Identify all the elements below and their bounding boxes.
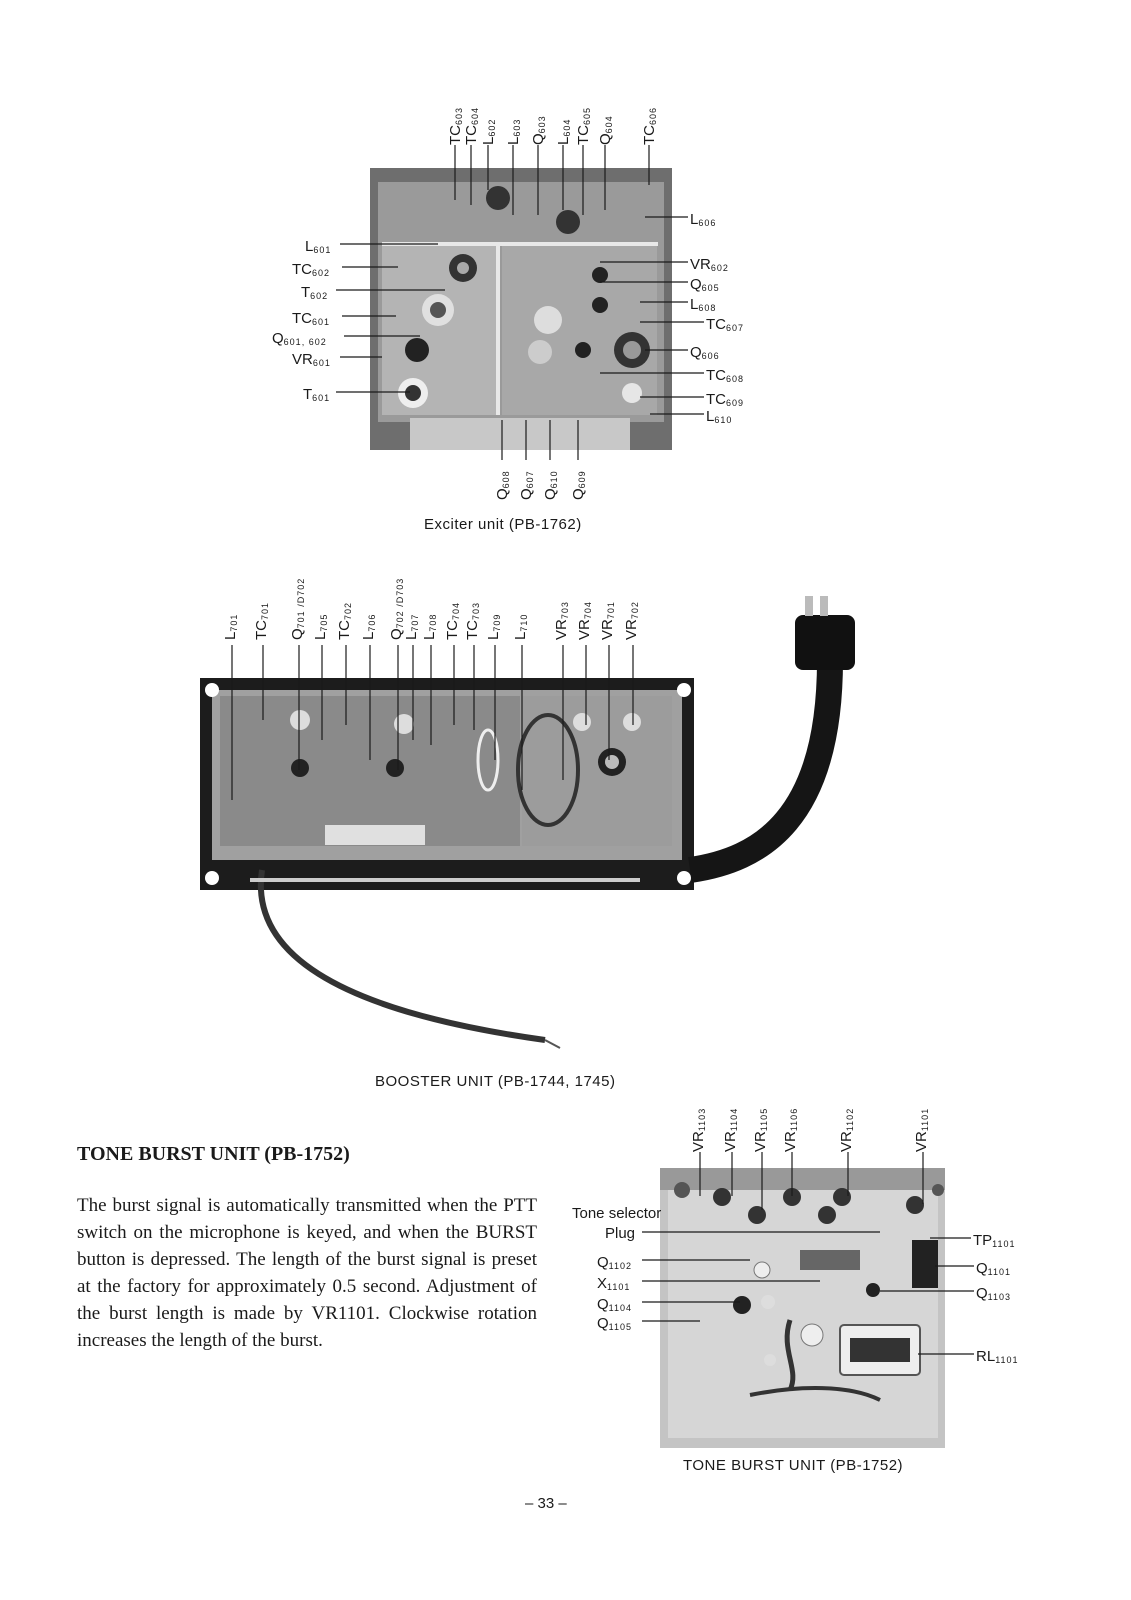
page-number: – 33 –	[525, 1495, 567, 1512]
exciter-label-l603: L603	[505, 118, 522, 145]
booster-label-vr704: VR704	[576, 601, 593, 640]
tone-burst-caption: TONE BURST UNIT (PB-1752)	[683, 1457, 904, 1474]
exciter-label-l602: L602	[480, 118, 497, 145]
booster-label-tc702: TC702	[336, 601, 353, 640]
exciter-label-l604: L604	[555, 118, 572, 145]
tone-burst-label-q1104: Q1104	[597, 1296, 633, 1313]
booster-label-l705: L705	[312, 613, 329, 640]
exciter-label-tc607: TC607	[706, 316, 745, 333]
exciter-label-tc602: TC602	[292, 261, 331, 278]
tone-burst-label-q1102: Q1102	[597, 1254, 633, 1271]
tone-burst-label-vr1105: VR1105	[752, 1107, 769, 1152]
tone-burst-heading: TONE BURST UNIT (PB-1752)	[77, 1143, 350, 1165]
exciter-label-tc608: TC608	[706, 367, 745, 384]
exciter-label-tc605: TC605	[575, 106, 592, 145]
tone-burst-label-vr1106: VR1106	[782, 1107, 799, 1152]
tone-burst-label-plug: Plug	[605, 1225, 636, 1242]
exciter-board-photo	[370, 168, 672, 450]
tone-burst-label-q1101: Q1101	[976, 1260, 1012, 1277]
booster-label-q701-d702: Q701 /D702	[289, 577, 306, 640]
tone-burst-label-vr1103: VR1103	[690, 1107, 707, 1152]
exciter-label-q604: Q604	[597, 115, 614, 145]
tone-burst-label-q1105: Q1105	[597, 1315, 633, 1332]
exciter-label-tc604: TC604	[463, 106, 480, 145]
booster-label-l710: L710	[512, 613, 529, 640]
tone-burst-label-vr1102: VR1102	[838, 1107, 855, 1152]
exciter-label-tc601: TC601	[292, 310, 331, 327]
exciter-label-l610: L610	[706, 408, 733, 425]
tone-burst-label-x1101: X1101	[597, 1275, 631, 1292]
exciter-label-q610: Q610	[542, 470, 559, 500]
booster-label-l707: L707	[403, 613, 420, 640]
booster-label-l708: L708	[421, 613, 438, 640]
exciter-label-tc609: TC609	[706, 391, 745, 408]
exciter-label-t601: T601	[303, 386, 331, 403]
exciter-label-tc606: TC606	[641, 106, 658, 145]
exciter-label-q608: Q608	[494, 470, 511, 500]
exciter-label-q605: Q605	[690, 276, 720, 293]
exciter-label-t602: T602	[301, 284, 329, 301]
exciter-label-q603: Q603	[530, 115, 547, 145]
booster-label-tc701: TC701	[253, 601, 270, 640]
booster-label-l706: L706	[360, 613, 377, 640]
exciter-label-q606: Q606	[690, 344, 720, 361]
exciter-label-vr601: VR601	[292, 351, 331, 368]
exciter-caption: Exciter unit (PB-1762)	[424, 516, 582, 533]
booster-label-tc704: TC704	[444, 601, 461, 640]
tone-burst-label-vr1101: VR1101	[913, 1107, 930, 1152]
booster-label-l701: L701	[222, 613, 239, 640]
exciter-label-q607: Q607	[518, 470, 535, 500]
exciter-label-l601: L601	[305, 238, 332, 255]
exciter-label-tc603: TC603	[447, 106, 464, 145]
booster-label-vr703: VR703	[553, 601, 570, 640]
tone-burst-label-q1103: Q1103	[976, 1285, 1012, 1302]
tone-burst-label-tp1101: TP1101	[973, 1232, 1016, 1249]
booster-label-tc703: TC703	[464, 601, 481, 640]
tone-burst-paragraph: The burst signal is automatically transm…	[77, 1195, 537, 1351]
exciter-label-l606: L606	[690, 211, 717, 228]
exciter-label-vr602: VR602	[690, 256, 729, 273]
tone-burst-label-tone-selector: Tone selector	[572, 1205, 662, 1222]
tone-burst-label-vr1104: VR1104	[722, 1107, 739, 1152]
exciter-label-q609: Q609	[570, 470, 587, 500]
exciter-label-l608: L608	[690, 296, 717, 313]
tone-burst-label-rl1101: RL1101	[976, 1348, 1019, 1365]
exciter-label-q601-602: Q601, 602	[272, 330, 327, 347]
booster-label-vr701: VR701	[599, 601, 616, 640]
booster-caption: BOOSTER UNIT (PB-1744, 1745)	[375, 1073, 616, 1090]
booster-label-l709: L709	[485, 613, 502, 640]
booster-label-vr702: VR702	[623, 601, 640, 640]
